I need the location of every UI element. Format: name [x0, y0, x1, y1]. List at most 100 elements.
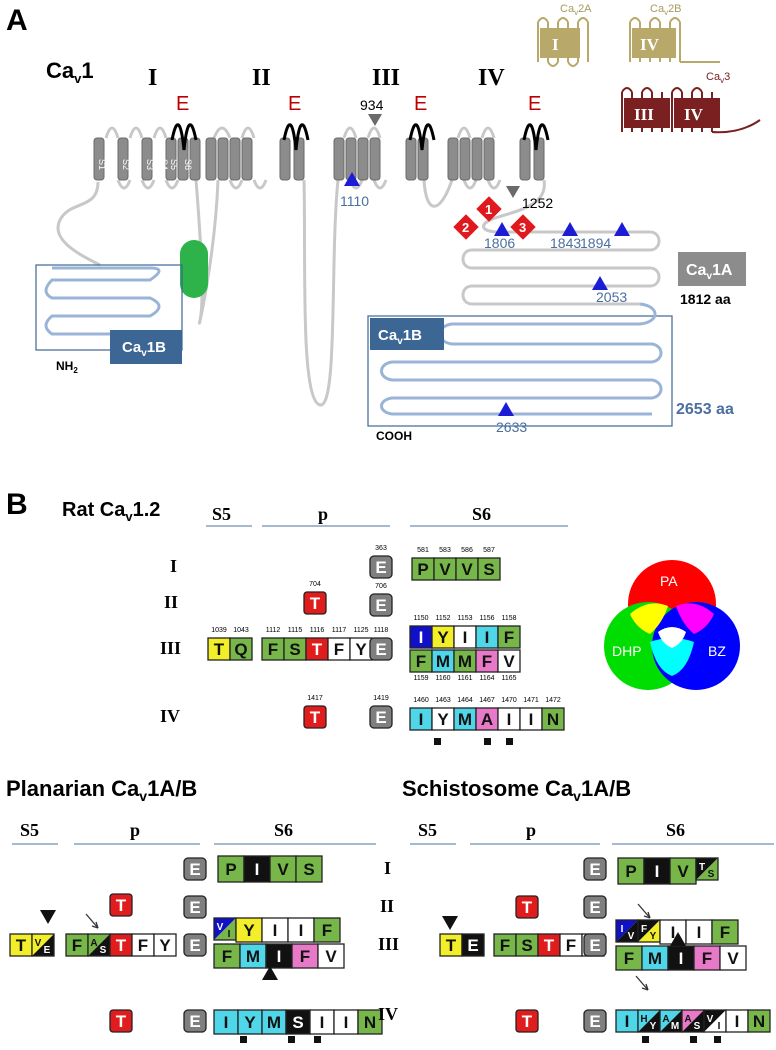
schisto-i-s6-letter: I	[655, 862, 660, 881]
svg-text:V: V	[217, 922, 224, 933]
cav1b-nterm-box	[35, 264, 183, 351]
blue-site-labels: 1110 1806 1843 1894 2053 2633	[340, 193, 627, 435]
rat-iv-s6-letter: N	[547, 710, 559, 729]
svg-text:S1: S1	[97, 159, 107, 170]
plan-iv-s6: I	[309, 1009, 335, 1035]
schisto-iii-p-letter: F	[500, 936, 510, 955]
rat-iii-p: F	[261, 637, 285, 661]
plan-iii-s6-bot-letter: V	[325, 947, 337, 966]
svg-text:Y: Y	[650, 931, 657, 942]
schisto-iii-s6-bot: I	[667, 945, 695, 971]
cav1b-cterm-extension	[380, 302, 663, 416]
plan-iii-s6-bot: F	[291, 943, 319, 969]
plan-iii-p-letter: F	[138, 936, 148, 955]
svg-text:S5: S5	[212, 504, 231, 524]
plan-iii-s6-bot: M	[239, 943, 267, 969]
rat-iii-s6-bot: M	[431, 649, 455, 673]
planarian-markers	[40, 910, 321, 1043]
site-1252-label: 1252	[522, 195, 553, 211]
plan-iii-s6-top: I	[261, 917, 289, 943]
residue-number: 1164	[479, 675, 494, 682]
plan-iii-s5-letter: T	[16, 936, 27, 955]
plan-iii-s6-bot: V	[317, 943, 345, 969]
schisto-iii-s6-split-b: FY	[637, 919, 661, 943]
rat-iii-s6-bot-letter: M	[436, 652, 450, 671]
plan-iii-s6-bot: F	[213, 943, 241, 969]
red-diamonds: 1 2 3	[453, 196, 536, 240]
site-1806-triangle	[494, 222, 510, 236]
svg-text:p: p	[130, 820, 140, 840]
residue-number: 1464	[457, 697, 473, 704]
rat-iv-s6-letter: I	[419, 710, 424, 729]
rat-iv-e-letter: E	[375, 708, 386, 727]
residue-number: 587	[483, 547, 495, 554]
plan-i-s6: V	[269, 855, 297, 883]
plan-iii-s6-bot-letter: I	[277, 947, 282, 966]
schisto-iii-s6-bot: M	[641, 945, 669, 971]
schisto-iv-s6-letter: N	[753, 1012, 765, 1031]
residue-number: 1152	[435, 615, 450, 622]
residue-number: 1161	[457, 675, 472, 682]
residue-number: 704	[309, 581, 321, 588]
plan-iii-s6-bot-letter: F	[222, 947, 232, 966]
svg-text:II: II	[380, 896, 394, 916]
residue-number: 1150	[413, 615, 428, 622]
plan-iii-s6-top-letter: I	[299, 921, 304, 940]
plan-iii-p: T	[109, 933, 133, 957]
rat-i-s6: V	[433, 557, 457, 581]
cav2b-box-label: IV	[640, 35, 660, 54]
cav3-box-iv	[674, 98, 720, 128]
cav2b-label: Cav2B	[650, 3, 682, 17]
plan-ii-t-letter: T	[116, 896, 127, 915]
svg-text:III: III	[160, 638, 181, 658]
plan-iv-s6: Y	[237, 1009, 263, 1035]
rat-iv-s6: I	[409, 707, 433, 731]
plan-i-s6-letter: V	[277, 860, 289, 879]
svg-text:I: I	[384, 858, 391, 878]
domain-label-iii: III	[372, 65, 400, 91]
svg-text:I: I	[170, 556, 177, 576]
schisto-iii-s5-letter: T	[446, 936, 457, 955]
rat-iv-s6-letter: I	[529, 710, 534, 729]
plan-iii-s6-top-letter: I	[273, 921, 278, 940]
svg-text:S: S	[694, 1021, 701, 1032]
schisto-i-e-letter: E	[589, 860, 600, 879]
plan-i-e: E	[183, 857, 207, 881]
rat-iii-p: F	[327, 637, 351, 661]
svg-text:1: 1	[485, 202, 492, 217]
rat-i-s6-letter: S	[483, 560, 494, 579]
residue-number: 1039	[211, 627, 227, 634]
planarian-headers: S5 p S6	[20, 820, 293, 840]
svg-text:S: S	[708, 869, 715, 880]
cav1b-nterm-badge	[110, 330, 182, 364]
plan-iv-t-letter: T	[116, 1012, 127, 1031]
venn-overlaps	[630, 603, 714, 676]
svg-text:T: T	[699, 862, 705, 873]
cav1a-length: 1812 aa	[680, 291, 731, 307]
svg-text:I: I	[228, 929, 231, 940]
plan-iii-e: E	[183, 933, 207, 957]
schisto-iii-s6-bot: V	[719, 945, 747, 971]
schisto-iii-s5-letter: E	[467, 936, 478, 955]
plan-iii-s6-top-letter: Y	[243, 921, 255, 940]
rat-iii-p-letter: F	[268, 640, 278, 659]
rat-iii-p-letter: S	[289, 640, 300, 659]
schistosome-headers: S5 p S6	[418, 820, 685, 840]
schisto-iii-s6-split-a: IV	[615, 919, 639, 943]
e-markers: E E E E	[176, 93, 541, 115]
channel-backbone	[56, 126, 661, 407]
rat-iii-s6-top-letter: I	[485, 628, 490, 647]
svg-text:1806: 1806	[484, 235, 515, 251]
svg-text:V: V	[707, 1014, 714, 1025]
svg-text:A: A	[90, 938, 97, 949]
svg-text:p: p	[526, 820, 536, 840]
schisto-iii-p-letter: F	[566, 936, 576, 955]
plan-iii-s6-bot-letter: M	[246, 947, 260, 966]
rat-iii-s6-bot-letter: F	[416, 652, 426, 671]
rat-iii-s6-top: Y	[431, 625, 455, 649]
residue-number: 1165	[501, 675, 516, 682]
schisto-iv-s6-split-a: HY	[637, 1009, 661, 1033]
residue-number: 1463	[435, 697, 451, 704]
schisto-i-s6-letter: P	[625, 862, 636, 881]
pore-loops	[170, 123, 550, 151]
